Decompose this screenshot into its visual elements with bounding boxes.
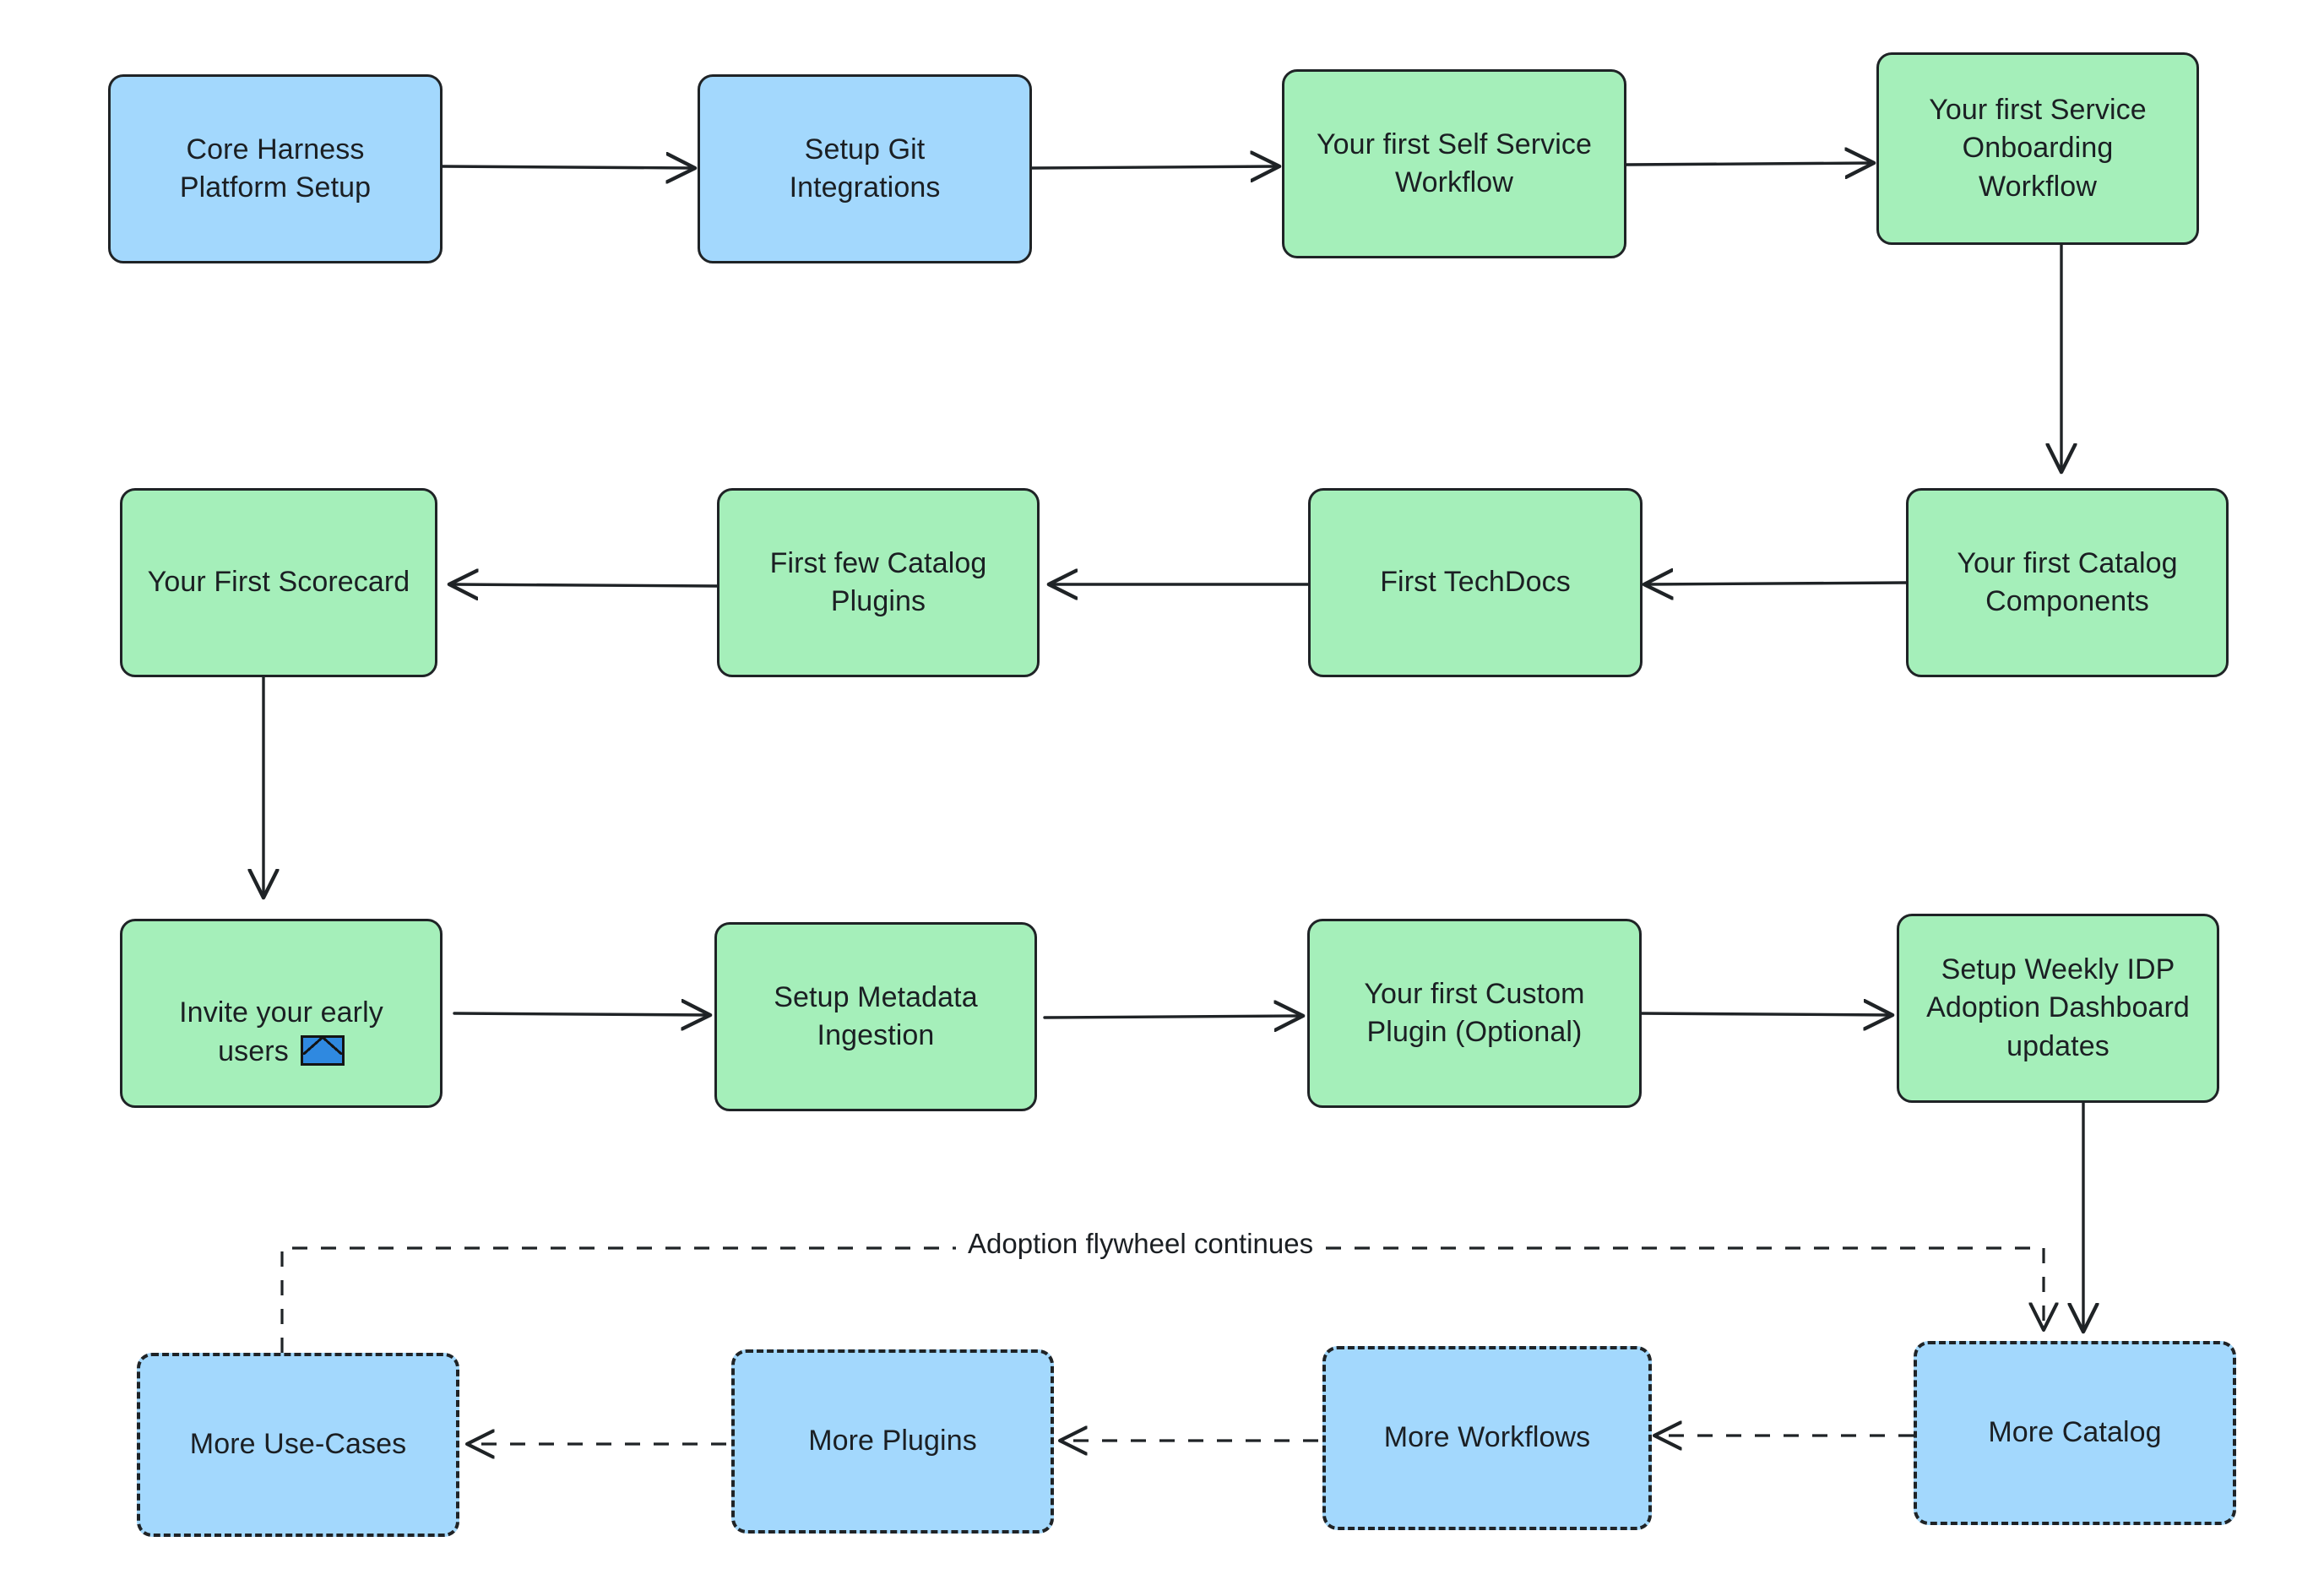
node-more-catalog[interactable]: More Catalog <box>1914 1341 2236 1525</box>
node-label: First TechDocs <box>1380 566 1571 599</box>
node-invite-your-early-users[interactable]: Invite your early users <box>120 919 443 1108</box>
node-more-workflows[interactable]: More Workflows <box>1322 1346 1652 1530</box>
node-first-few-catalog-plugins[interactable]: First few Catalog Plugins <box>717 488 1040 677</box>
edge-label-adoption-flywheel: Adoption flywheel continues <box>956 1226 1326 1262</box>
node-setup-git-integrations[interactable]: Setup Git Integrations <box>698 74 1032 263</box>
node-label: Your first Custom Plugin (Optional) <box>1364 977 1585 1048</box>
node-your-first-self-service-workflow[interactable]: Your first Self Service Workflow <box>1282 69 1626 258</box>
edge-core-to-git <box>441 166 692 168</box>
node-your-first-catalog-components[interactable]: Your first Catalog Components <box>1906 488 2229 677</box>
edge-git-to-selfservice <box>1030 166 1277 168</box>
node-label: Your first Self Service Workflow <box>1316 128 1593 198</box>
node-label: Your first Service Onboarding Workflow <box>1929 94 2147 203</box>
edge-catalog-components-to-techdocs <box>1647 583 1908 584</box>
node-label: Setup Git Integrations <box>789 133 941 204</box>
node-label: Your first Catalog Components <box>1957 546 2178 617</box>
node-label: Setup Weekly IDP Adoption Dashboard upda… <box>1926 953 2190 1062</box>
node-label: First few Catalog Plugins <box>769 546 987 617</box>
envelope-icon <box>300 1034 345 1066</box>
node-setup-metadata-ingestion[interactable]: Setup Metadata Ingestion <box>714 922 1037 1111</box>
node-label: More Workflows <box>1383 1421 1591 1454</box>
node-your-first-scorecard[interactable]: Your First Scorecard <box>120 488 437 677</box>
node-label: More Use-Cases <box>189 1428 407 1461</box>
node-your-first-service-onboarding-workflow[interactable]: Your first Service Onboarding Workflow <box>1876 52 2199 245</box>
node-first-techdocs[interactable]: First TechDocs <box>1308 488 1643 677</box>
node-label: Your First Scorecard <box>147 566 410 599</box>
node-label: Setup Metadata Ingestion <box>774 980 978 1051</box>
node-core-harness-platform-setup[interactable]: Core Harness Platform Setup <box>108 74 443 263</box>
node-setup-weekly-idp-adoption-dashboard-updates[interactable]: Setup Weekly IDP Adoption Dashboard upda… <box>1897 914 2219 1103</box>
node-your-first-custom-plugin[interactable]: Your first Custom Plugin (Optional) <box>1307 919 1642 1108</box>
edge-flywheel-loop <box>280 1246 2044 1353</box>
node-label: Invite your early users <box>179 996 383 1067</box>
edge-custom-plugin-to-dashboard <box>1637 1013 1890 1015</box>
node-more-use-cases[interactable]: More Use-Cases <box>137 1353 459 1537</box>
edge-catalog-plugins-to-scorecard <box>452 584 719 586</box>
edge-selfservice-to-onboarding <box>1625 163 1871 165</box>
node-label: More Catalog <box>1988 1416 2162 1449</box>
edge-invite-to-metadata <box>453 1013 708 1015</box>
node-more-plugins[interactable]: More Plugins <box>731 1349 1054 1534</box>
node-label: More Plugins <box>808 1425 977 1458</box>
node-label: Core Harness Platform Setup <box>179 133 372 204</box>
edge-metadata-to-custom-plugin <box>1043 1016 1300 1018</box>
